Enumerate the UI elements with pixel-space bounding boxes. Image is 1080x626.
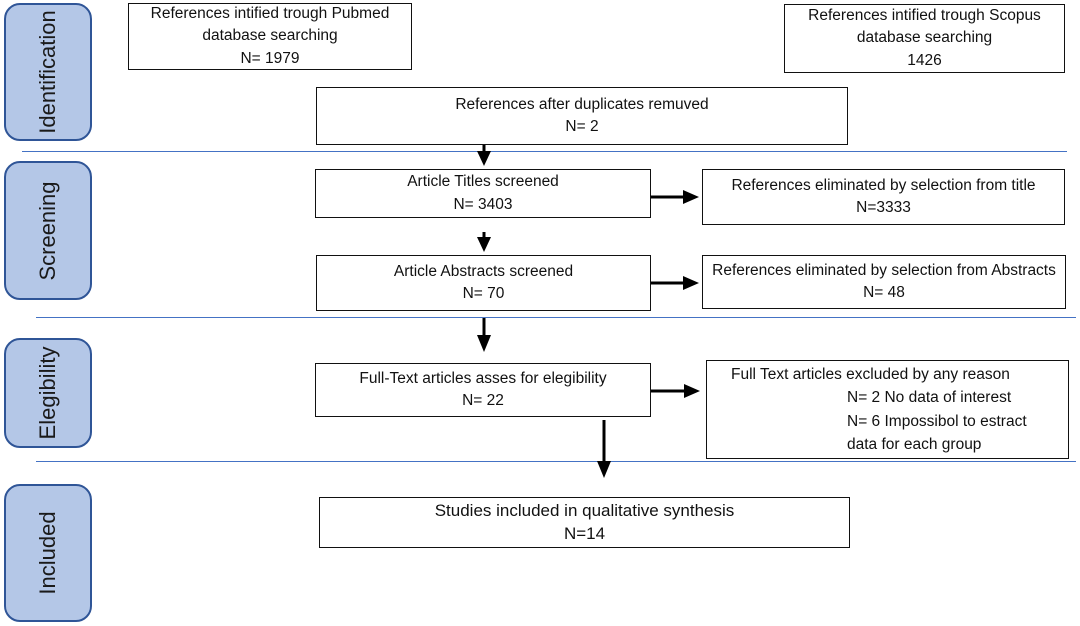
fulltext-assessed-box: Full-Text articles asses for elegibility… xyxy=(315,363,651,417)
arrow-titles-to-excluded xyxy=(651,190,699,204)
duplicates-box-count: N= 2 xyxy=(565,118,599,135)
arrow-duplicates-to-titles xyxy=(477,145,491,166)
titles-screened-count: N= 3403 xyxy=(453,195,513,213)
titles-excluded-line1: References eliminated by selection from … xyxy=(731,176,1036,194)
divider-line xyxy=(36,461,1076,462)
titles-screened-box: Article Titles screened N= 3403 xyxy=(315,169,651,218)
phase-included-label: Included xyxy=(35,511,60,595)
phase-included: Included xyxy=(4,484,92,622)
arrow-titles-to-abstracts xyxy=(477,232,491,252)
fulltext-excluded-reason1: N= 2 No data of interest xyxy=(847,389,1012,407)
fulltext-assessed-line1: Full-Text articles asses for elegibility xyxy=(359,369,607,387)
scopus-box-line1: References intified trough Scopus xyxy=(808,6,1041,24)
divider-line xyxy=(22,151,1067,152)
pubmed-box-count: N= 1979 xyxy=(240,49,300,67)
phase-identification-label: Identification xyxy=(35,10,60,134)
titles-screened-line1: Article Titles screened xyxy=(407,173,559,191)
duplicates-box: References after duplicates remuved N= 2 xyxy=(316,87,848,145)
phase-eligibility: Elegibility xyxy=(4,338,92,448)
included-studies-box: Studies included in qualitative synthesi… xyxy=(319,497,850,548)
abstracts-excluded-count: N= 48 xyxy=(863,284,905,301)
pubmed-box: References intified trough Pubmed databa… xyxy=(128,3,412,70)
fulltext-excluded-line1: Full Text articles excluded by any reaso… xyxy=(731,366,1010,383)
arrow-fulltext-to-included xyxy=(597,420,611,478)
titles-excluded-box: References eliminated by selection from … xyxy=(702,169,1065,225)
fulltext-excluded-reason2: N= 6 Impossibol to estract xyxy=(847,412,1027,430)
fulltext-assessed-count: N= 22 xyxy=(462,392,504,409)
abstracts-screened-box: Article Abstracts screened N= 70 xyxy=(316,255,651,311)
arrow-abstracts-to-excluded xyxy=(651,276,699,290)
scopus-box-count: 1426 xyxy=(907,51,942,69)
pubmed-box-line1: References intified trough Pubmed xyxy=(150,4,390,22)
pubmed-box-line2: database searching xyxy=(202,27,338,45)
scopus-box: References intified trough Scopus databa… xyxy=(784,4,1065,73)
scopus-box-line2: database searching xyxy=(856,29,993,47)
divider-line xyxy=(36,317,1076,318)
abstracts-screened-line1: Article Abstracts screened xyxy=(393,262,574,280)
arrow-fulltext-to-excluded xyxy=(651,384,700,398)
phase-eligibility-label: Elegibility xyxy=(35,346,60,440)
titles-excluded-count: N=3333 xyxy=(856,199,911,216)
included-studies-line1: Studies included in qualitative synthesi… xyxy=(434,501,735,521)
phase-screening: Screening xyxy=(4,161,92,300)
phase-identification: Identification xyxy=(4,3,92,141)
fulltext-excluded-reason2-cont: data for each group xyxy=(847,435,982,453)
abstracts-excluded-line1: References eliminated by selection from … xyxy=(712,261,1056,279)
arrow-abstracts-to-fulltext xyxy=(477,318,491,352)
abstracts-excluded-box: References eliminated by selection from … xyxy=(702,255,1066,309)
phase-screening-label: Screening xyxy=(35,180,60,281)
duplicates-box-line1: References after duplicates remuved xyxy=(455,95,709,113)
fulltext-excluded-box: Full Text articles excluded by any reaso… xyxy=(706,360,1069,459)
included-studies-count: N=14 xyxy=(563,523,606,543)
abstracts-screened-count: N= 70 xyxy=(462,285,505,302)
